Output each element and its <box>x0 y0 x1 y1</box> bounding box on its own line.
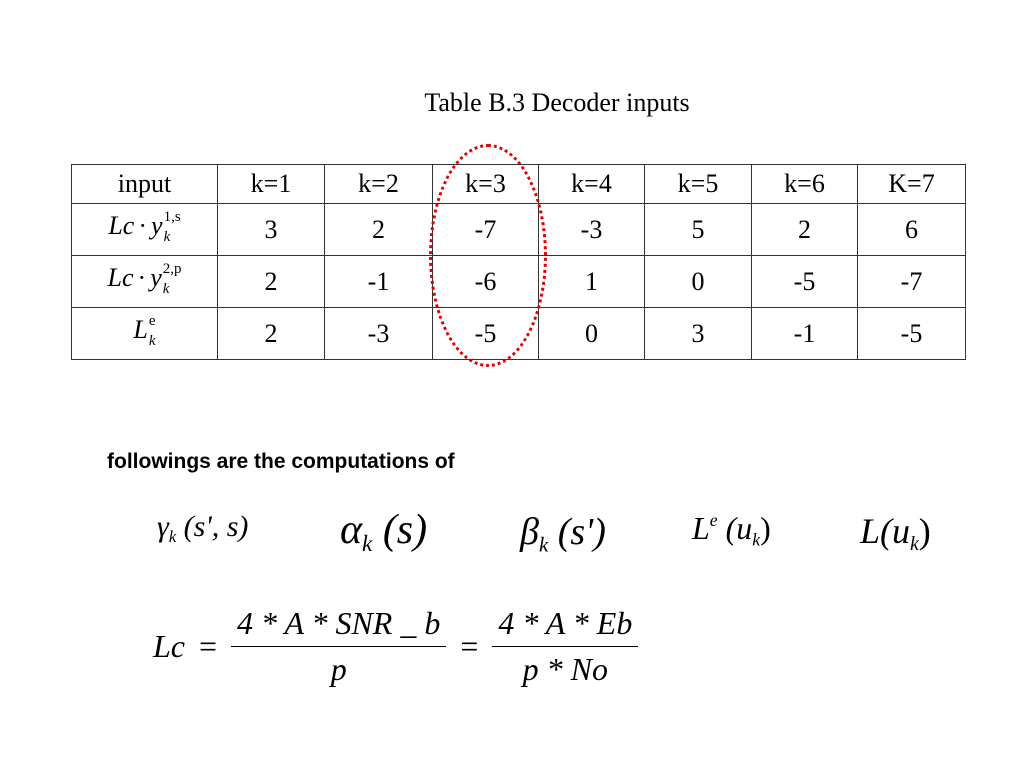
table-cell: -3 <box>324 307 433 360</box>
table-cell: -5 <box>432 307 539 360</box>
lc-formula: Lc = 4 * A * SNR _ b p = 4 * A * Eb p * … <box>153 605 639 688</box>
header-cell: input <box>71 164 218 204</box>
llr-symbol: L(uk) <box>860 511 931 555</box>
table-cell: -7 <box>432 203 539 256</box>
table-cell: -5 <box>857 307 966 360</box>
header-cell: k=4 <box>538 164 645 204</box>
table-cell: -6 <box>432 255 539 308</box>
intro-text: followings are the computations of <box>107 450 455 473</box>
extrinsic-llr-symbol: Le (uk) <box>692 510 771 550</box>
table-cell: 5 <box>644 203 752 256</box>
table-cell: -3 <box>538 203 645 256</box>
table-cell: -1 <box>324 255 433 308</box>
alpha-symbol: αk (s) <box>340 507 428 557</box>
table-cell: 2 <box>217 255 325 308</box>
header-cell: k=6 <box>751 164 858 204</box>
header-cell: k=3 <box>432 164 539 204</box>
beta-symbol: βk (s') <box>520 511 606 557</box>
table-cell: 2 <box>751 203 858 256</box>
table-cell: 1 <box>538 255 645 308</box>
equals-sign: = <box>460 628 479 664</box>
equals-sign: = <box>199 628 218 664</box>
table-cell: 6 <box>857 203 966 256</box>
fraction-snr: 4 * A * SNR _ b p <box>231 605 447 688</box>
table-cell: 3 <box>217 203 325 256</box>
table-cell: 0 <box>538 307 645 360</box>
table-cell: 3 <box>644 307 752 360</box>
table-cell: -7 <box>857 255 966 308</box>
header-cell: K=7 <box>857 164 966 204</box>
header-cell: k=1 <box>217 164 325 204</box>
fraction-denominator: p <box>330 651 347 687</box>
lc-lhs: Lc <box>153 628 185 664</box>
fraction-denominator: p * No <box>522 651 609 687</box>
header-cell: k=5 <box>644 164 752 204</box>
fraction-numerator: 4 * A * SNR _ b <box>231 605 447 647</box>
fraction-numerator: 4 * A * Eb <box>492 605 639 647</box>
table-cell: 2 <box>217 307 325 360</box>
table-cell: 0 <box>644 255 752 308</box>
gamma-symbol: γk (s', s) <box>157 510 249 546</box>
table-cell: 2 <box>324 203 433 256</box>
table-cell: -1 <box>751 307 858 360</box>
table-cell: -5 <box>751 255 858 308</box>
header-cell: k=2 <box>324 164 433 204</box>
fraction-eb-no: 4 * A * Eb p * No <box>492 605 639 688</box>
table-caption: Table B.3 Decoder inputs <box>424 88 690 117</box>
table-header-row: input k=1 k=2 k=3 k=4 k=5 k=6 K=7 <box>71 164 966 204</box>
